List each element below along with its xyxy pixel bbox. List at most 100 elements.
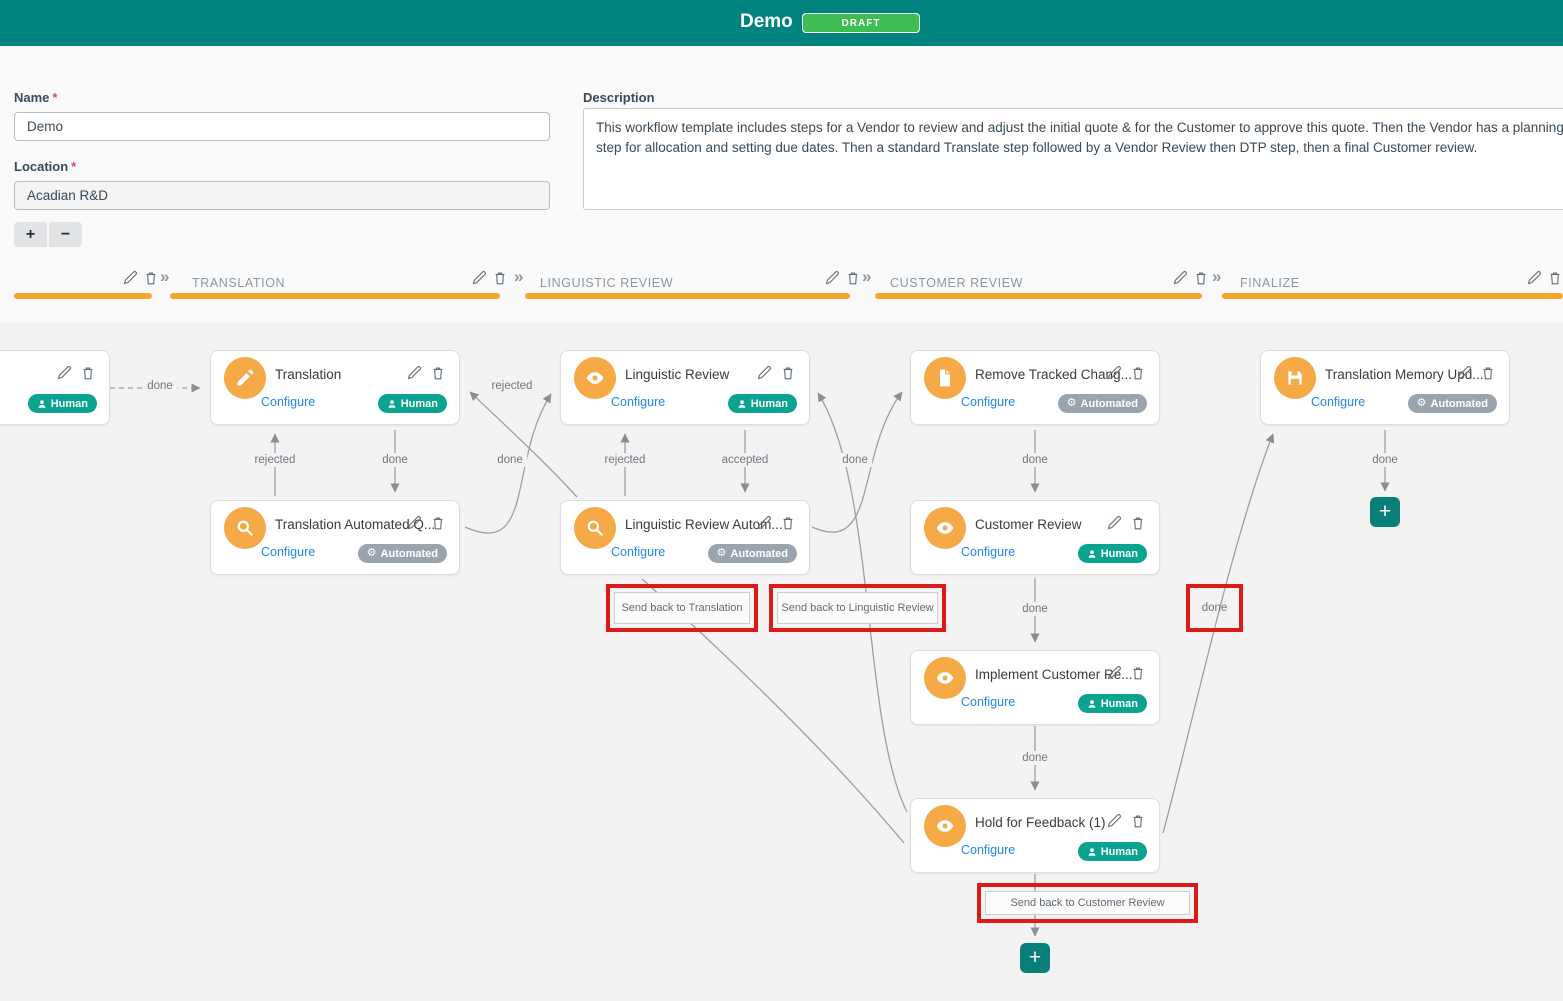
page-title: Demo [740, 11, 793, 32]
gear-icon: ⚙ [716, 547, 727, 559]
edit-icon[interactable] [122, 270, 138, 286]
highlight-box-send-back-to-translation[interactable]: Send back to Translation [606, 584, 758, 632]
delete-icon[interactable] [1480, 365, 1496, 381]
edit-icon[interactable] [56, 365, 72, 381]
add-step-button[interactable]: + [1020, 943, 1050, 973]
node-translation-memory-update[interactable]: Translation Memory Upd... Configure ⚙Aut… [1260, 350, 1510, 425]
configure-link[interactable]: Configure [261, 545, 316, 559]
delete-icon[interactable] [780, 515, 796, 531]
person-icon [1088, 847, 1096, 856]
configure-link[interactable]: Configure [261, 395, 316, 409]
add-step-button[interactable]: + [1370, 497, 1400, 527]
highlight-box-send-back-to-linguistic-review[interactable]: Send back to Linguistic Review [769, 584, 946, 632]
node-title: Linguistic Review Autom... [625, 517, 783, 532]
location-label: Location* [14, 159, 77, 174]
node-customer-review[interactable]: Customer Review Configure Human [910, 500, 1160, 575]
search-icon [224, 507, 266, 549]
node-implement-customer-review[interactable]: Implement Customer Re... Configure Human [910, 650, 1160, 725]
highlight-box-send-back-to-customer-review[interactable]: Send back to Customer Review [977, 883, 1198, 923]
node-actions [756, 365, 796, 381]
edit-icon[interactable] [1456, 365, 1472, 381]
edge-label-done: done [1018, 751, 1052, 765]
stage-bar-finalize [1222, 293, 1563, 299]
human-badge: Human [377, 394, 447, 413]
eye-icon [924, 805, 966, 847]
edit-icon[interactable] [1172, 270, 1188, 286]
edge-label-rejected: rejected [250, 453, 300, 467]
automated-badge: ⚙Automated [707, 544, 797, 563]
delete-icon[interactable] [1130, 813, 1146, 829]
node-title: Translation Automated Q... [275, 517, 436, 532]
stage-bar-translation [170, 293, 500, 299]
delete-icon[interactable] [780, 365, 796, 381]
delete-icon[interactable] [1130, 365, 1146, 381]
location-field[interactable] [14, 181, 550, 210]
chevron-right-icon: » [862, 267, 872, 286]
edge-label-done: done [838, 453, 872, 467]
edit-icon[interactable] [1106, 665, 1122, 681]
delete-icon[interactable] [430, 515, 446, 531]
name-field[interactable] [14, 112, 550, 141]
delete-icon[interactable] [1547, 270, 1563, 286]
delete-icon[interactable] [1130, 665, 1146, 681]
node-remove-tracked-changes[interactable]: Remove Tracked Chang... Configure ⚙Autom… [910, 350, 1160, 425]
edit-icon[interactable] [824, 270, 840, 286]
send-back-to-customer-review-label[interactable]: Send back to Customer Review [985, 891, 1190, 915]
delete-icon[interactable] [1130, 515, 1146, 531]
stage-label-linguistic-review: LINGUISTIC REVIEW [540, 276, 674, 290]
chevron-right-icon: » [514, 267, 524, 286]
edit-icon[interactable] [406, 365, 422, 381]
zoom-in-button[interactable]: + [14, 222, 47, 247]
edit-icon[interactable] [1526, 270, 1542, 286]
edit-icon[interactable] [756, 515, 772, 531]
node-translation-automated-qa[interactable]: Translation Automated Q... Configure ⚙Au… [210, 500, 460, 575]
person-icon [38, 399, 46, 408]
delete-icon[interactable] [1193, 270, 1209, 286]
node-actions [406, 365, 446, 381]
edit-icon[interactable] [406, 515, 422, 531]
edit-icon[interactable] [471, 270, 487, 286]
node-title: Customer Review [975, 517, 1082, 532]
delete-icon[interactable] [492, 270, 508, 286]
edit-icon[interactable] [1106, 515, 1122, 531]
node-title: Hold for Feedback (1) [975, 815, 1106, 830]
highlight-box-done: done [1186, 584, 1243, 632]
stage-bar-customer-review [875, 293, 1202, 299]
edit-icon[interactable] [756, 365, 772, 381]
configure-link[interactable]: Configure [961, 843, 1016, 857]
configure-link[interactable]: Configure [961, 545, 1016, 559]
person-icon [738, 399, 746, 408]
send-back-to-linguistic-review-label[interactable]: Send back to Linguistic Review [777, 592, 938, 624]
edge-label-done: done [378, 453, 412, 467]
delete-icon[interactable] [80, 365, 96, 381]
configure-link[interactable]: Configure [1311, 395, 1366, 409]
chevron-right-icon: » [160, 267, 170, 286]
human-badge: Human [27, 394, 97, 413]
stage-bar-linguistic-review [525, 293, 850, 299]
pencil-icon [224, 357, 266, 399]
configure-link[interactable]: Configure [611, 545, 666, 559]
configure-link[interactable]: Configure [961, 395, 1016, 409]
send-back-to-translation-label[interactable]: Send back to Translation [614, 592, 750, 624]
zoom-out-button[interactable]: − [49, 222, 82, 247]
person-icon [1088, 699, 1096, 708]
edit-icon[interactable] [1106, 813, 1122, 829]
node-linguistic-review-automated-qa[interactable]: Linguistic Review Autom... Configure ⚙Au… [560, 500, 810, 575]
node-actions [406, 515, 446, 531]
delete-icon[interactable] [430, 365, 446, 381]
edit-icon[interactable] [1106, 365, 1122, 381]
configure-link[interactable]: Configure [961, 695, 1016, 709]
delete-icon[interactable] [845, 270, 861, 286]
node-title: Translation Memory Upd... [1325, 367, 1484, 382]
required-asterisk: * [52, 90, 58, 105]
node-start[interactable]: Human [0, 350, 110, 425]
edge-label-done: done [1368, 453, 1402, 467]
search-icon [574, 507, 616, 549]
node-translation[interactable]: Translation Configure Human [210, 350, 460, 425]
node-hold-for-feedback[interactable]: Hold for Feedback (1) Configure Human [910, 798, 1160, 873]
node-linguistic-review[interactable]: Linguistic Review Configure Human [560, 350, 810, 425]
delete-icon[interactable] [143, 270, 159, 286]
configure-link[interactable]: Configure [611, 395, 666, 409]
description-field[interactable]: This workflow template includes steps fo… [583, 108, 1563, 210]
